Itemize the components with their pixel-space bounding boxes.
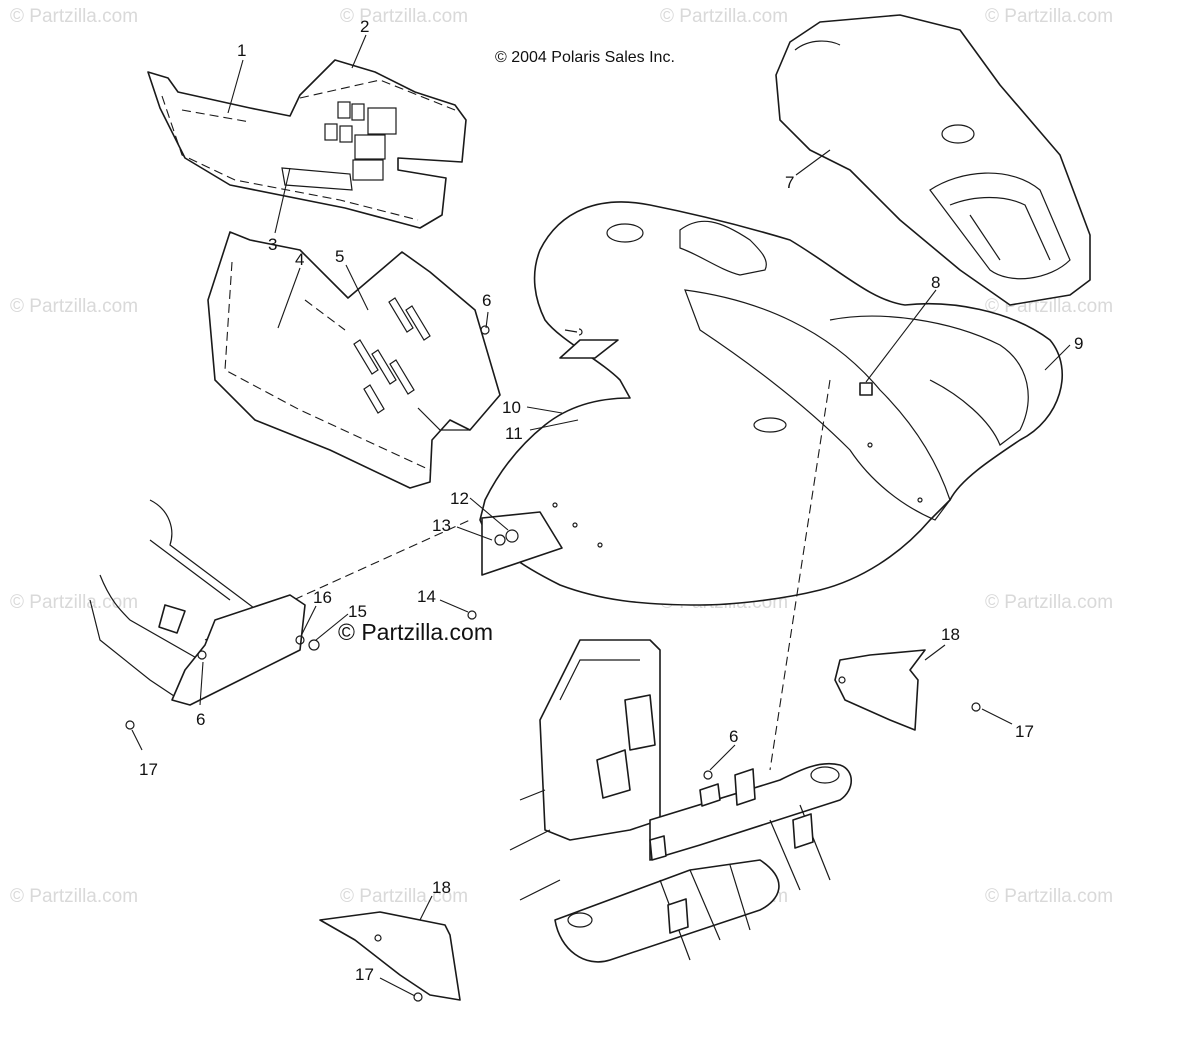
bolt-part-17 — [971, 702, 981, 712]
callout-17: 17 — [139, 760, 158, 779]
bracket-part-18-lower — [319, 911, 461, 1001]
callout-17: 17 — [1015, 722, 1034, 741]
watermark: © Partzilla.com — [985, 592, 1113, 613]
front-panel-part-1 — [147, 59, 467, 229]
callout-labels: 1 2 3 4 5 6 7 8 9 10 11 12 13 14 15 16 6… — [139, 17, 1083, 984]
bolt-part-17 — [125, 720, 135, 730]
watermark: © Partzilla.com — [10, 592, 138, 613]
bolt-part-17 — [413, 992, 423, 1002]
callout-18: 18 — [941, 625, 960, 644]
screw-part-6 — [197, 650, 207, 660]
callout-9: 9 — [1074, 334, 1083, 353]
screw-part-6 — [480, 325, 490, 335]
fender-bracket — [481, 511, 563, 576]
callout-8: 8 — [931, 273, 940, 292]
callout-2: 2 — [360, 17, 369, 36]
callout-14: 14 — [417, 587, 436, 606]
callout-10: 10 — [502, 398, 521, 417]
callout-5: 5 — [335, 247, 344, 266]
copyright-notice: © 2004 Polaris Sales Inc. — [495, 49, 675, 66]
vehicle-frame — [509, 639, 853, 963]
vent-slots-lower — [353, 297, 431, 414]
callout-11: 11 — [505, 424, 523, 443]
callout-12: 12 — [450, 489, 469, 508]
callout-6: 6 — [482, 291, 491, 310]
main-body-part-9 — [479, 201, 1064, 606]
callout-15: 15 — [348, 602, 367, 621]
screw-part-6 — [703, 770, 713, 780]
side-plate — [171, 594, 306, 706]
watermark: © Partzilla.com — [10, 886, 138, 907]
watermark-center: © Partzilla.com — [338, 619, 493, 645]
watermark: © Partzilla.com — [340, 886, 468, 907]
washer-part-13 — [494, 534, 506, 546]
screw-part-14 — [467, 610, 477, 620]
washer-part-16 — [295, 635, 305, 645]
watermark: © Partzilla.com — [985, 6, 1113, 27]
callout-13: 13 — [432, 516, 451, 535]
decal-part-11 — [559, 339, 619, 359]
watermark: © Partzilla.com — [660, 6, 788, 27]
leader-lines — [131, 34, 1071, 997]
callout-16: 16 — [313, 588, 332, 607]
watermark: © Partzilla.com — [10, 6, 138, 27]
callout-1: 1 — [237, 41, 246, 60]
top-cover-part-7 — [775, 14, 1091, 306]
watermark: © Partzilla.com — [10, 296, 138, 317]
vent-slots — [324, 101, 397, 181]
nut-part-12 — [505, 529, 519, 543]
callout-17: 17 — [355, 965, 374, 984]
callout-18: 18 — [432, 878, 451, 897]
alignment-line — [769, 379, 831, 771]
callout-6: 6 — [729, 727, 738, 746]
callout-4: 4 — [295, 250, 304, 269]
callout-6: 6 — [196, 710, 205, 729]
inner-panel-part-4-5 — [207, 231, 501, 489]
screw-part-10 — [564, 328, 583, 336]
bracket-part-18-upper — [834, 649, 926, 731]
nut-part-15 — [308, 639, 320, 651]
watermark: © Partzilla.com — [340, 6, 468, 27]
watermark: © Partzilla.com — [985, 886, 1113, 907]
clip-part-8 — [859, 382, 873, 396]
callout-3: 3 — [268, 235, 277, 254]
callout-7: 7 — [785, 173, 794, 192]
